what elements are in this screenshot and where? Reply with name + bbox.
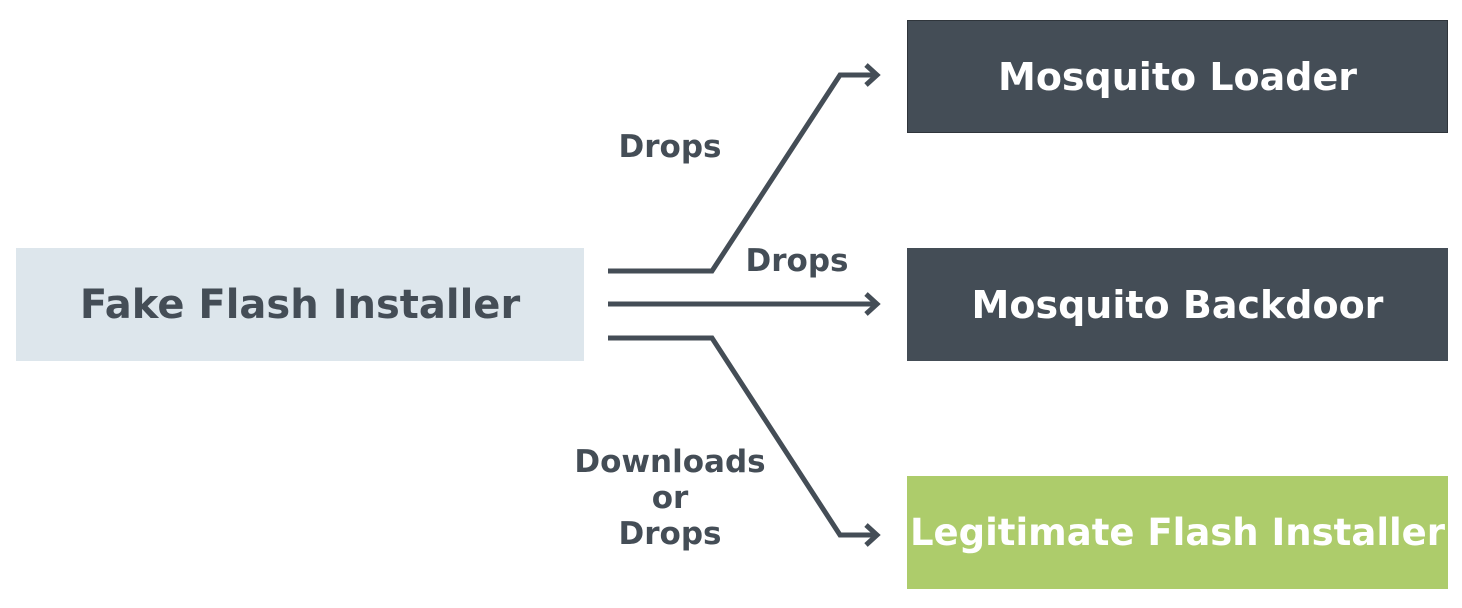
edge-label-line: or	[651, 480, 689, 516]
arrowhead-loader-icon	[864, 63, 881, 87]
target-node-mosquito-loader: Mosquito Loader	[907, 20, 1448, 133]
edge-label-backdoor: Drops	[745, 243, 849, 279]
arrowhead-legit-icon	[864, 523, 881, 547]
target-node-label: Mosquito Backdoor	[971, 282, 1384, 327]
edge-label-line: Drops	[618, 516, 722, 552]
edge-label-loader: Drops	[618, 129, 722, 165]
source-node-label: Fake Flash Installer	[79, 281, 521, 328]
arrow-to-legit	[608, 335, 876, 538]
source-node-fake-flash-installer: Fake Flash Installer	[16, 248, 584, 361]
edge-label-line: Downloads	[574, 444, 766, 480]
arrow-to-loader	[608, 72, 876, 274]
target-node-mosquito-backdoor: Mosquito Backdoor	[907, 248, 1448, 361]
target-node-label: Mosquito Loader	[998, 54, 1357, 99]
arrowhead-backdoor-icon	[864, 292, 881, 316]
target-node-label: Legitimate Flash Installer	[909, 511, 1446, 554]
target-node-legitimate-flash-installer: Legitimate Flash Installer	[907, 476, 1448, 589]
edge-label-legit: Downloads or Drops	[567, 444, 773, 552]
